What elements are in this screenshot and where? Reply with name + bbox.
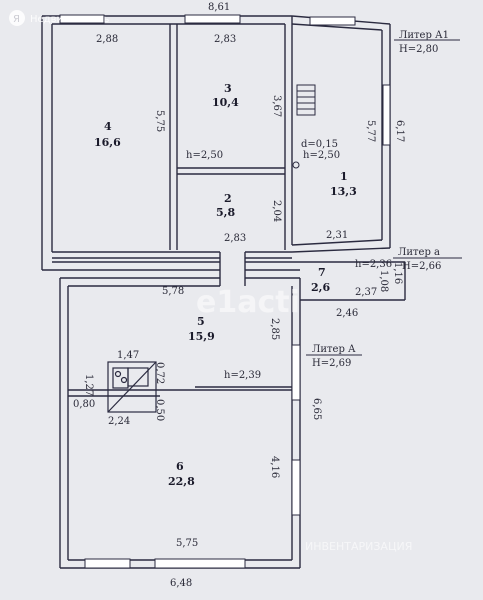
dim-stove-low: 0,50: [154, 399, 165, 421]
dim-bottom-total: 6,48: [170, 578, 192, 589]
height-room1: h=2,50: [303, 150, 340, 161]
watermark-brand: Недвижимость: [30, 14, 109, 25]
room7-number: 7: [318, 266, 326, 279]
room3-number: 3: [224, 82, 232, 95]
watermark-center: e1acti: [196, 285, 300, 320]
litera-a1-name: Литер А1: [399, 30, 449, 41]
litera-a1-height: H=2,80: [399, 44, 438, 55]
dim-room1-bottom: 2,31: [326, 230, 348, 241]
room7-area: 2,6: [311, 281, 330, 294]
dim-room3-width: 2,83: [214, 34, 236, 45]
dim-right-total: 6,65: [311, 398, 322, 420]
dim-room6-width: 5,75: [176, 538, 198, 549]
room6-number: 6: [176, 460, 184, 473]
dim-stove-left: 0,80: [73, 399, 95, 410]
dim-room4-height: 5,75: [154, 110, 165, 132]
room1-number: 1: [340, 170, 348, 183]
room3-area: 10,4: [212, 96, 239, 109]
watermark-logo-text: Я: [13, 14, 20, 25]
dim-room3-height: 3,67: [271, 95, 282, 117]
dim-room7-top: h=2,36: [355, 259, 392, 270]
dim-stove-width: 1,47: [117, 350, 139, 361]
litera-a-name: Литер А: [312, 344, 356, 355]
dim-room7-outer: 1,16: [392, 262, 403, 284]
watermark-bottom: ИНВЕНТАРИЗАЦИЯ: [305, 540, 412, 553]
dim-room1-outer: 6,17: [394, 120, 405, 142]
litera-a-small-name: Литер а: [398, 247, 440, 258]
dim-room5-height: 2,85: [269, 318, 280, 340]
height-room5: h=2,39: [224, 370, 261, 381]
room2-number: 2: [224, 192, 232, 205]
room2-area: 5,8: [216, 206, 235, 219]
d-room1: d=0,15: [301, 139, 338, 150]
windows: [59, 14, 391, 569]
dim-room1-height: 5,77: [365, 120, 376, 142]
room4-area: 16,6: [94, 136, 121, 149]
dim-room7-bottom: 2,37: [355, 287, 377, 298]
room5-area: 15,9: [188, 330, 215, 343]
dim-room2-width: 2,83: [224, 233, 246, 244]
dim-stove-side: 0,72: [154, 362, 165, 384]
room4-number: 4: [104, 120, 112, 133]
height-room3: h=2,50: [186, 150, 223, 161]
room1-area: 13,3: [330, 185, 357, 198]
litera-a-small-height: H=2,66: [402, 261, 441, 272]
dim-top-total: 8,61: [208, 2, 230, 13]
room6-area: 22,8: [168, 475, 195, 488]
watermark-logo-icon: [9, 10, 25, 26]
stairs: [296, 84, 316, 116]
watermark: Я Недвижимость e1acti ИНВЕНТАРИЗАЦИЯ: [9, 10, 412, 553]
dim-room5-width: 5,78: [162, 286, 184, 297]
dim-room4-width: 2,88: [96, 34, 118, 45]
room5-number: 5: [197, 315, 205, 328]
litera-a-height: H=2,69: [312, 358, 351, 369]
dim-room7-side: 1,08: [378, 270, 389, 292]
dim-room7-out: 2,46: [336, 308, 358, 319]
dim-stove-bottom: 2,24: [108, 416, 130, 427]
dim-room6-height: 4,16: [269, 456, 280, 478]
dim-room2-height: 2,04: [271, 200, 282, 222]
dim-stove-height: 1,27: [83, 374, 94, 396]
pipe-marker: [292, 161, 300, 169]
stove: [107, 361, 157, 413]
